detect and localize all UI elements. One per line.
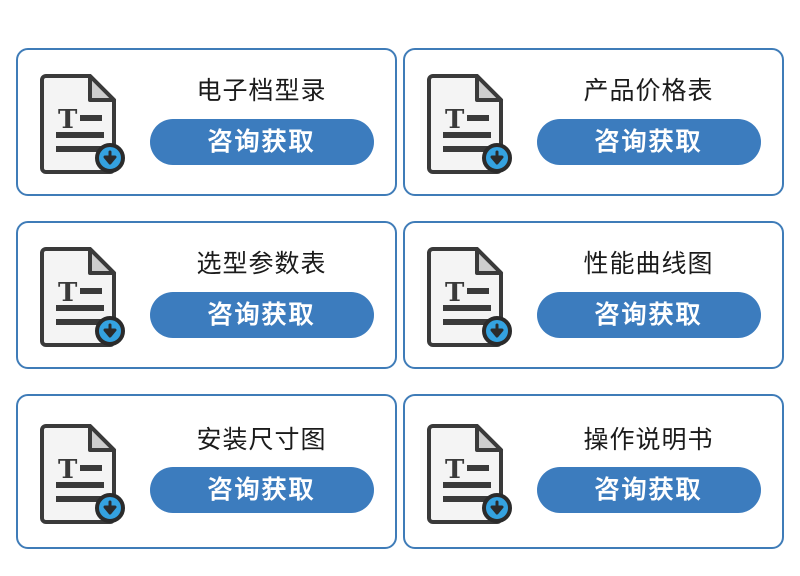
document-card[interactable]: T 性能曲线图 咨询获取 [403, 221, 784, 369]
card-body: 性能曲线图 咨询获取 [525, 250, 772, 340]
card-body: 安装尺寸图 咨询获取 [138, 426, 385, 518]
card-title: 选型参数表 [196, 249, 327, 279]
card-body: 选型参数表 咨询获取 [138, 250, 385, 340]
consult-button[interactable]: 咨询获取 [536, 467, 761, 514]
card-title: 操作说明书 [583, 424, 714, 454]
card-title: 性能曲线图 [583, 249, 714, 279]
document-download-icon: T [423, 239, 519, 351]
document-card[interactable]: T 操作说明书 咨询获取 [403, 394, 784, 549]
consult-button[interactable]: 咨询获取 [536, 118, 761, 165]
svg-text:T: T [445, 455, 465, 485]
document-download-icon: T [36, 416, 132, 528]
document-card[interactable]: T 选型参数表 咨询获取 [16, 221, 397, 369]
svg-text:T: T [445, 278, 465, 308]
svg-text:T: T [58, 105, 78, 135]
consult-button[interactable]: 咨询获取 [149, 467, 374, 514]
consult-button[interactable]: 咨询获取 [536, 291, 761, 338]
document-download-icon: T [423, 416, 519, 528]
document-download-icon: T [36, 239, 132, 351]
svg-text:T: T [445, 105, 465, 135]
card-body: 操作说明书 咨询获取 [525, 426, 772, 518]
document-card[interactable]: T 产品价格表 咨询获取 [403, 48, 784, 196]
document-card-grid: T 电子档型录 咨询获取 T [16, 48, 784, 549]
card-body: 产品价格表 咨询获取 [525, 77, 772, 167]
svg-text:T: T [58, 278, 78, 308]
document-card[interactable]: T 安装尺寸图 咨询获取 [16, 394, 397, 549]
card-title: 产品价格表 [583, 76, 714, 106]
document-card[interactable]: T 电子档型录 咨询获取 [16, 48, 397, 196]
document-download-icon: T [423, 66, 519, 178]
consult-button[interactable]: 咨询获取 [149, 118, 374, 165]
document-download-icon: T [36, 66, 132, 178]
consult-button[interactable]: 咨询获取 [149, 291, 374, 338]
card-title: 电子档型录 [196, 76, 327, 106]
card-body: 电子档型录 咨询获取 [138, 77, 385, 167]
svg-text:T: T [58, 455, 78, 485]
card-title: 安装尺寸图 [196, 424, 327, 454]
